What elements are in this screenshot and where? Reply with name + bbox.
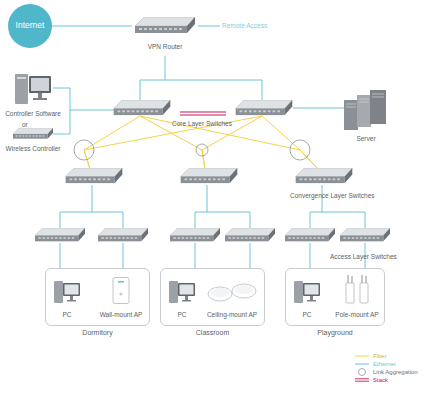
device-icon bbox=[13, 128, 53, 140]
node-label: Classroom bbox=[161, 329, 264, 337]
access-switch bbox=[340, 228, 390, 241]
node-label: Internet bbox=[16, 21, 45, 30]
node-label: Ceiling-mount AP bbox=[201, 311, 263, 318]
device-icon bbox=[342, 275, 372, 305]
pc-device: PC bbox=[290, 275, 324, 321]
legend-label: Link Aggregation bbox=[373, 369, 418, 376]
wall-ap: Wall-mount AP bbox=[94, 275, 148, 321]
device-icon bbox=[110, 277, 132, 305]
node-label: Controller Software bbox=[2, 110, 64, 117]
fiber-line bbox=[84, 116, 140, 169]
node-label: PC bbox=[165, 311, 199, 318]
access-switch bbox=[285, 228, 335, 241]
area-group: DormitoryPCWall-mount AP bbox=[45, 268, 150, 326]
pole-ap: Pole-mount AP bbox=[330, 275, 384, 321]
device-icon bbox=[207, 279, 257, 305]
node-label: Server bbox=[336, 135, 396, 142]
internet-cloud: Internet bbox=[8, 4, 52, 48]
legend-label: Fiber bbox=[373, 353, 387, 360]
node-label: Wall-mount AP bbox=[94, 311, 148, 318]
node-label: Dormitory bbox=[46, 329, 149, 337]
legend-swatch bbox=[355, 356, 369, 357]
legend-label: Stack bbox=[373, 377, 388, 384]
ceiling-ap: Ceiling-mount AP bbox=[201, 275, 263, 321]
fiber-line bbox=[84, 116, 262, 169]
ethernet-wire bbox=[198, 26, 220, 27]
device-symbol bbox=[346, 275, 368, 303]
server-device: Server bbox=[336, 90, 396, 144]
core-switch bbox=[114, 100, 171, 115]
device-symbol bbox=[169, 281, 195, 303]
device-symbol bbox=[135, 17, 195, 33]
annotation-label: Access Layer Switches bbox=[330, 253, 397, 260]
annotation-label: Remote Access bbox=[222, 22, 267, 29]
fiber-line bbox=[262, 116, 318, 169]
ethernet-wire bbox=[60, 243, 365, 268]
link-aggregation-circle bbox=[74, 140, 94, 160]
fiber-line bbox=[140, 116, 318, 169]
annotation-label: or bbox=[22, 121, 28, 128]
legend-label: Ethernet bbox=[373, 361, 396, 368]
stack-link bbox=[180, 112, 226, 115]
device-symbol bbox=[15, 74, 51, 104]
link-aggregation-circle bbox=[196, 144, 208, 156]
legend-swatch bbox=[355, 364, 369, 365]
convergence-switch bbox=[66, 168, 123, 183]
legend-swatch bbox=[355, 379, 369, 381]
controller-computer: Controller Software bbox=[2, 68, 64, 118]
ethernet-wire bbox=[310, 185, 365, 228]
device-symbol bbox=[13, 128, 53, 139]
link-aggregation-circle bbox=[290, 140, 310, 160]
device-icon bbox=[13, 68, 53, 108]
device-icon bbox=[54, 277, 80, 305]
device-symbol bbox=[113, 278, 129, 304]
pc-device: PC bbox=[50, 275, 84, 321]
device-icon bbox=[344, 90, 388, 132]
ethernet-wire bbox=[195, 185, 250, 228]
node-label: VPN Router bbox=[132, 43, 198, 50]
fiber-links bbox=[84, 116, 318, 169]
device-icon bbox=[135, 17, 195, 35]
ethernet-connector bbox=[52, 26, 132, 27]
node-label: Wireless Controller bbox=[2, 145, 64, 152]
core-switch bbox=[236, 100, 293, 115]
device-symbol bbox=[54, 281, 80, 303]
legend-swatch bbox=[359, 369, 366, 376]
wireless-controller: Wireless Controller bbox=[2, 128, 64, 156]
device-icon bbox=[169, 277, 195, 305]
node-label: Pole-mount AP bbox=[330, 311, 384, 318]
convergence-switch bbox=[181, 168, 238, 183]
ethernet-wire bbox=[60, 185, 123, 228]
node-label: PC bbox=[290, 311, 324, 318]
access-switch bbox=[225, 228, 275, 241]
node-label: Playground bbox=[286, 329, 384, 337]
annotation-label: Convergence Layer Switches bbox=[290, 192, 375, 199]
access-switch bbox=[35, 228, 85, 241]
ethernet-wire bbox=[53, 88, 115, 134]
area-group: PlaygroundPCPole-mount AP bbox=[285, 268, 385, 326]
convergence-switch bbox=[296, 168, 353, 183]
ethernet-wire bbox=[140, 56, 262, 100]
router-device: VPN Router bbox=[132, 12, 198, 56]
pc-device: PC bbox=[165, 275, 199, 321]
access-switch bbox=[170, 228, 220, 241]
device-symbol bbox=[294, 281, 320, 303]
area-group: ClassroomPCCeiling-mount AP bbox=[160, 268, 265, 326]
ethernet-wire bbox=[293, 108, 344, 109]
node-label: PC bbox=[50, 311, 84, 318]
device-symbol bbox=[344, 90, 386, 130]
device-symbol bbox=[208, 284, 256, 301]
device-icon bbox=[294, 277, 320, 305]
access-switch bbox=[98, 228, 148, 241]
annotation-label: Core Layer Switches bbox=[172, 120, 232, 127]
